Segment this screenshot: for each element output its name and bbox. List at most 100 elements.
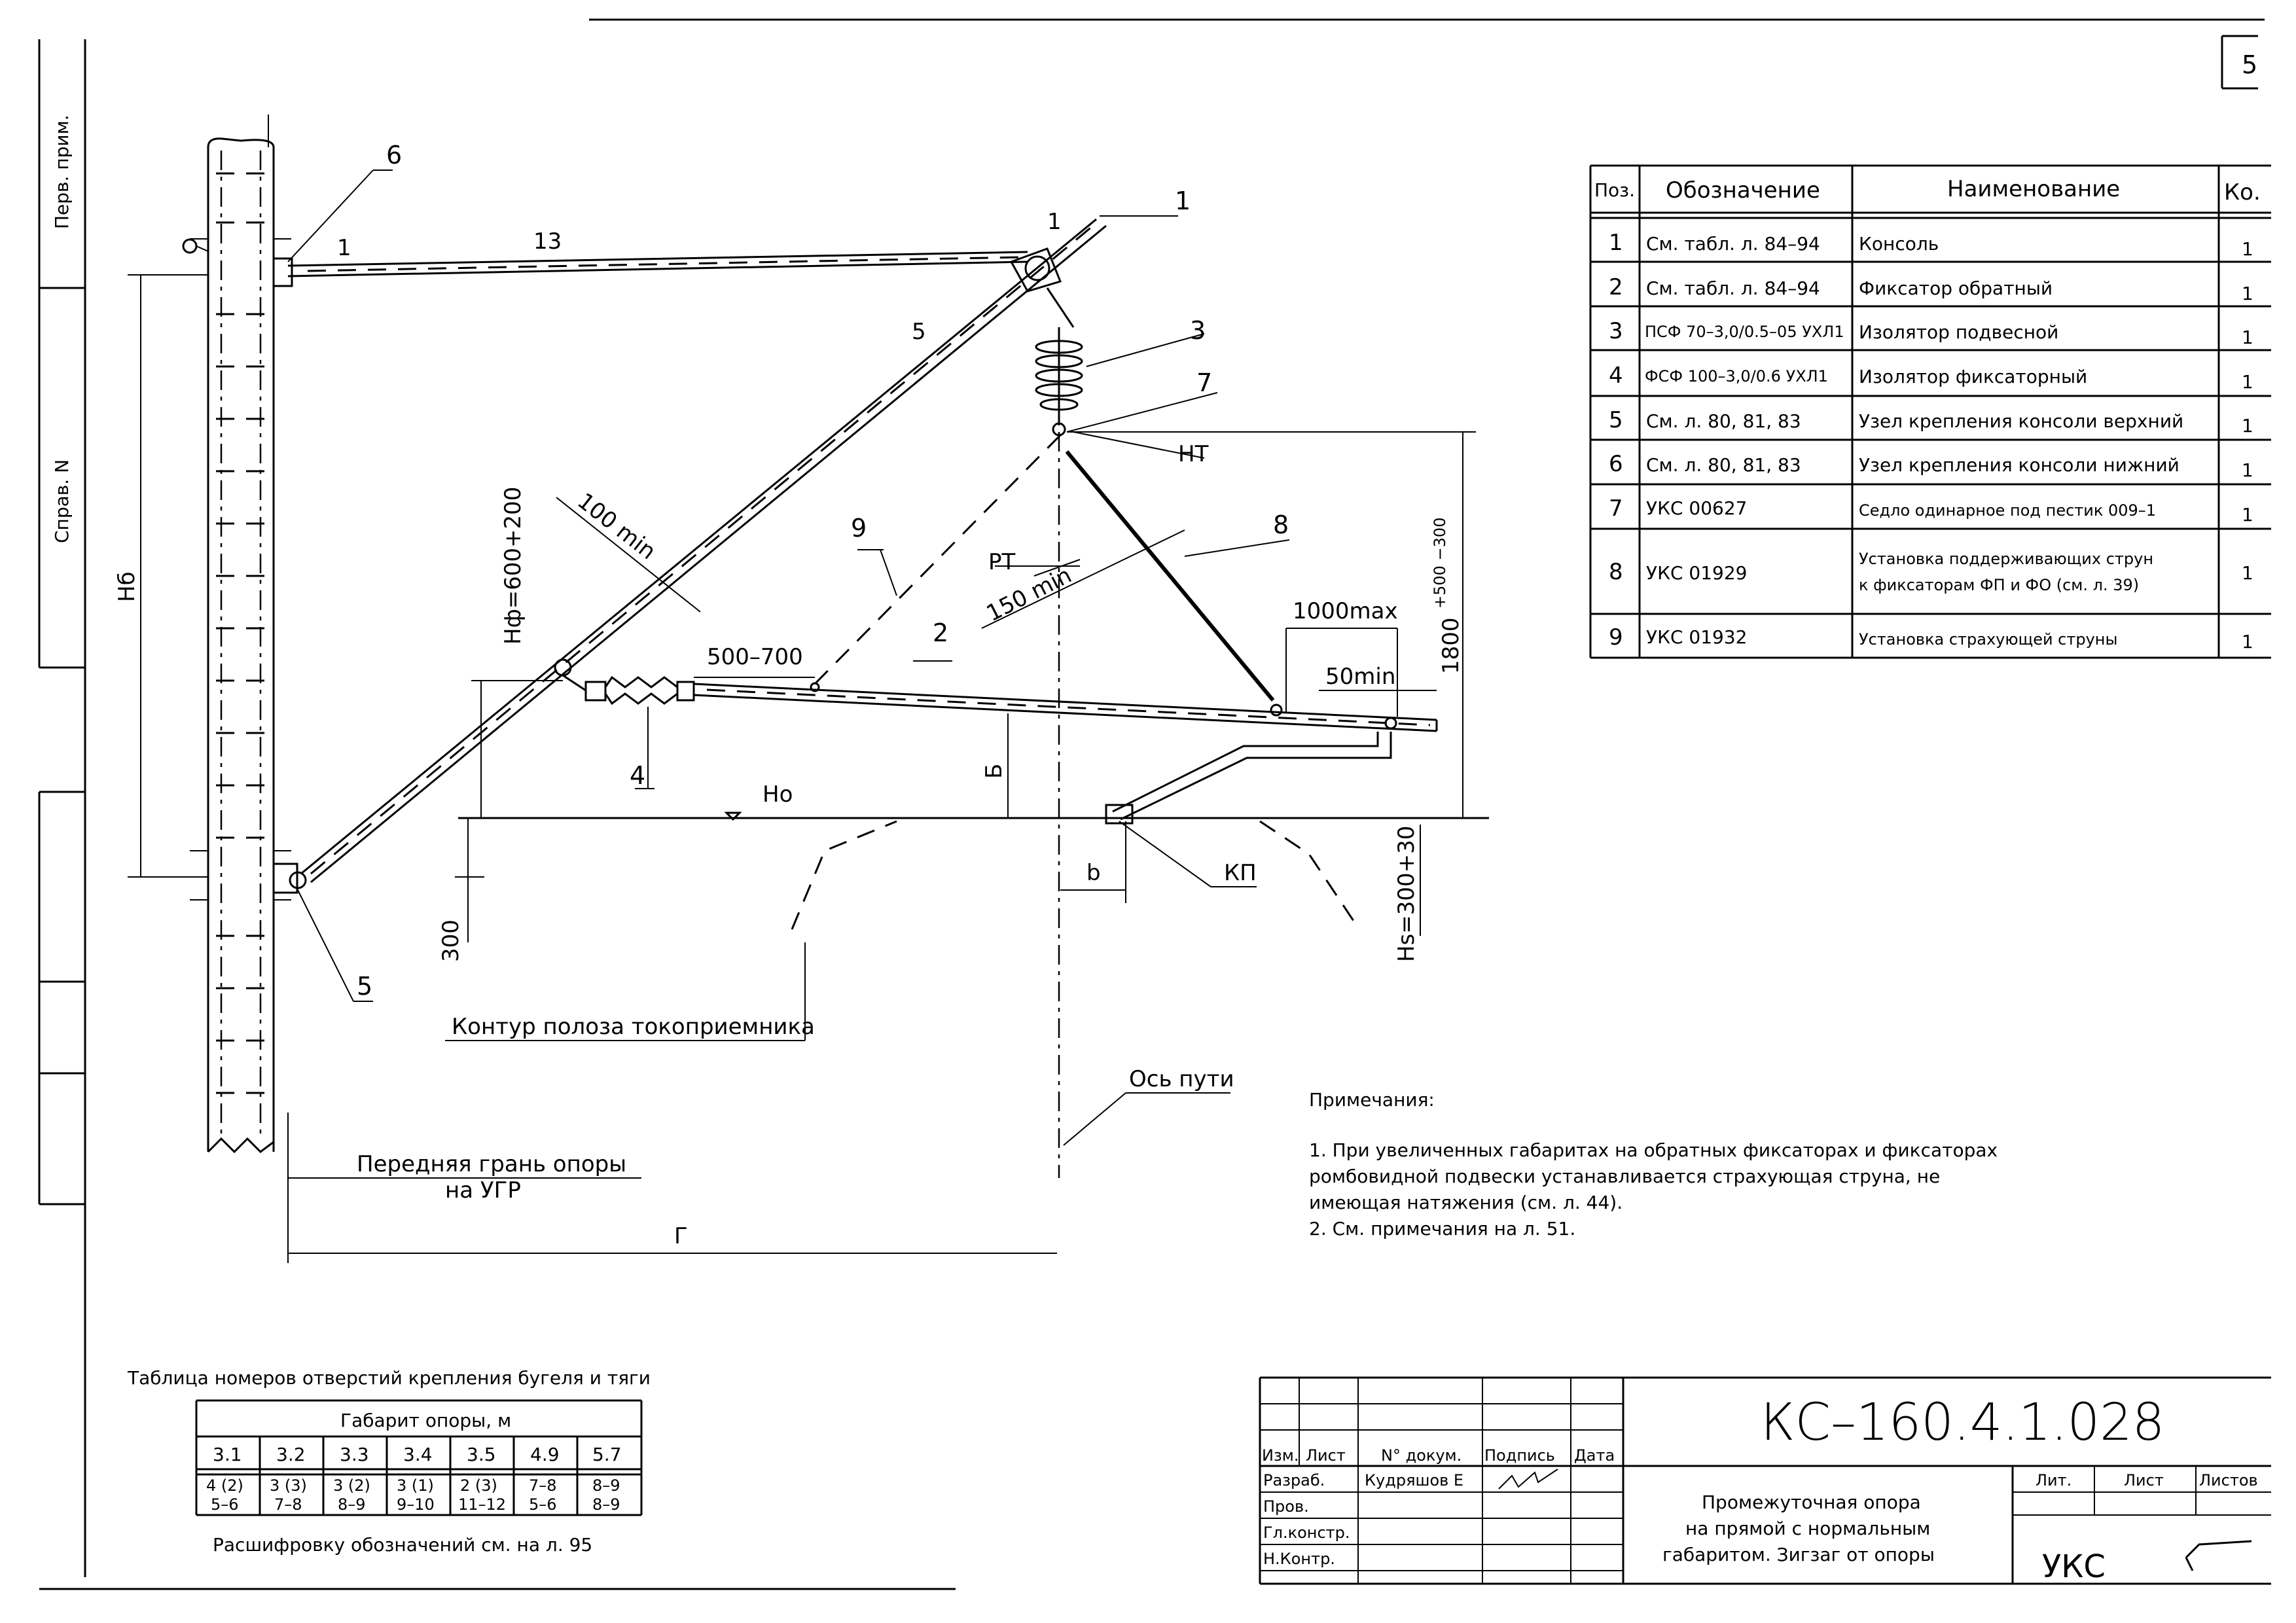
spec-row-name: Изолятор подвесной — [1859, 321, 2058, 343]
holes-col-top: 3 (3) — [270, 1476, 307, 1495]
console-assembly — [182, 218, 1107, 901]
dim-hs: Hs=300+30 — [1393, 826, 1420, 962]
point-labels: НТ РТ КП Hо — [762, 441, 1257, 886]
spec-row-name: Узел крепления консоли нижний — [1859, 454, 2179, 476]
title-sheet-header: Лист — [2124, 1471, 2164, 1489]
title-role: Пров. — [1263, 1497, 1309, 1516]
spec-table: Поз. Обозначение Наименование Ко. 1 См. … — [1589, 164, 2271, 659]
spec-row-qty: 1 — [2242, 459, 2253, 481]
title-lit-header: Лит. — [2036, 1471, 2072, 1489]
holes-col-top: 4 (2) — [206, 1476, 243, 1495]
spec-row-code: См. л. 80, 81, 83 — [1646, 410, 1801, 432]
title-role-name: Кудряшов Е — [1365, 1471, 1463, 1489]
holes-col-top: 3 (2) — [333, 1476, 370, 1495]
spec-row-code: См. табл. л. 84–94 — [1646, 233, 1820, 255]
pole — [207, 115, 275, 1154]
spec-header-name: Наименование — [1947, 176, 2120, 202]
spec-row-qty: 1 — [2242, 415, 2253, 437]
spec-row-pos: 4 — [1609, 363, 1623, 389]
steady-arm — [1105, 732, 1392, 825]
suspension-insulator — [1035, 327, 1083, 437]
side-label-sprav: Справ. N — [51, 459, 73, 543]
position-numbers: 6 1 13 1 1 5 3 7 9 8 2 4 5 — [337, 141, 1289, 1001]
position-label: 7 — [1196, 368, 1212, 397]
title-header-doc: N° докум. — [1381, 1446, 1462, 1465]
notes-line: имеющая натяжения (см. л. 44). — [1309, 1192, 1623, 1213]
dim-500-700: 500–700 — [707, 644, 803, 670]
point-label-ht: НТ — [1178, 441, 1209, 467]
track-axis-label: Ось пути — [1129, 1066, 1234, 1092]
position-label: 3 — [1190, 316, 1206, 345]
spec-row-code: См. табл. л. 84–94 — [1646, 277, 1820, 299]
dim-hf: Hф=600+200 — [500, 487, 526, 645]
holes-table-title: Таблица номеров отверстий крепления буге… — [127, 1367, 651, 1389]
holes-col-size: 3.4 — [403, 1444, 433, 1465]
spec-header-qty: Ко. — [2224, 179, 2261, 205]
front-face-label-1: Передняя грань опоры — [357, 1151, 626, 1177]
dim-1800: 1800 — [1438, 617, 1464, 674]
spec-row-code: ПСФ 70–3,0/0.5–05 УХЛ1 — [1645, 323, 1844, 341]
position-label: 5 — [912, 319, 926, 345]
holes-col-top: 2 (3) — [460, 1476, 497, 1495]
spec-row-name-2: к фиксаторам ФП и ФО (см. л. 39) — [1859, 576, 2139, 594]
title-role: Гл.констр. — [1263, 1524, 1350, 1542]
spec-row-qty: 1 — [2242, 504, 2253, 526]
page-number: 5 — [2242, 50, 2257, 79]
pantograph-label: Контур полоза токоприемника — [452, 1014, 815, 1040]
position-label: 9 — [851, 514, 867, 543]
spec-header-pos: Поз. — [1594, 179, 1635, 201]
spec-row-name: Узел крепления консоли верхний — [1859, 410, 2183, 432]
spec-row-name: Установка поддерживающих струн — [1859, 550, 2153, 568]
holes-table: Таблица номеров отверстий крепления буге… — [127, 1367, 651, 1556]
holes-col-size: 5.7 — [592, 1444, 622, 1465]
holes-col-size: 3.2 — [276, 1444, 306, 1465]
dim-100-min: 100 min — [572, 488, 660, 565]
title-header-list: Лист — [1306, 1446, 1346, 1465]
organization: УКС — [2042, 1548, 2106, 1585]
spec-row-qty: 1 — [2242, 283, 2253, 304]
dim-300: 300 — [438, 919, 464, 962]
notes: Примечания: 1. При увеличенных габаритах… — [1309, 1089, 1998, 1240]
spec-row-name: Седло одинарное под пестик 009–1 — [1859, 501, 2156, 520]
point-label-rt: РТ — [988, 549, 1016, 575]
notes-title: Примечания: — [1309, 1089, 1435, 1111]
spec-row-qty: 1 — [2242, 631, 2253, 652]
holes-col-bottom: 5–6 — [529, 1495, 557, 1514]
spec-row-qty: 1 — [2242, 238, 2253, 260]
spec-row-name: Консоль — [1859, 233, 1939, 255]
title-sheets-header: Листов — [2199, 1471, 2258, 1489]
dim-b-lower: b — [1086, 860, 1101, 886]
spec-row-code: ФСФ 100–3,0/0.6 УХЛ1 — [1645, 367, 1828, 385]
title-description: Промежуточная опора — [1702, 1491, 1921, 1513]
holes-col-size: 3.1 — [213, 1444, 242, 1465]
dimension-lines — [128, 274, 1476, 1263]
spec-row-name: Изолятор фиксаторный — [1859, 366, 2087, 387]
side-label-perv-prim: Перв. прим. — [51, 115, 73, 229]
holes-col-top: 7–8 — [529, 1476, 557, 1495]
spec-row-pos: 9 — [1609, 624, 1623, 651]
title-description: на прямой с нормальным — [1685, 1518, 1930, 1539]
position-label: 13 — [533, 228, 562, 255]
point-label-h0: Hо — [762, 781, 793, 808]
holes-table-header: Габарит опоры, м — [340, 1410, 511, 1431]
position-label: 5 — [357, 972, 372, 1001]
dim-1800-tolerance: +500 −300 — [1431, 518, 1449, 609]
position-label: 2 — [933, 618, 948, 647]
title-header-sign: Подпись — [1484, 1446, 1555, 1465]
holes-col-bottom: 7–8 — [274, 1495, 302, 1514]
document-code: КС–160.4.1.028 — [1761, 1393, 2164, 1452]
holes-col-top: 8–9 — [592, 1476, 620, 1495]
spec-row-pos: 5 — [1609, 407, 1623, 433]
notes-line: ромбовидной подвески устанавливается стр… — [1309, 1166, 1940, 1187]
holes-col-bottom: 8–9 — [592, 1495, 620, 1514]
reference-lines — [458, 432, 1489, 1178]
dim-b-upper: Б — [981, 764, 1007, 779]
spec-row-pos: 6 — [1609, 451, 1623, 477]
position-label: 1 — [337, 235, 351, 261]
position-label: 6 — [386, 141, 402, 169]
spec-row-code: УКС 01932 — [1646, 626, 1747, 648]
holes-col-top: 3 (1) — [397, 1476, 434, 1495]
spec-row-code: См. л. 80, 81, 83 — [1646, 454, 1801, 476]
sheet-frame: 5 Перв. прим. Справ. N — [38, 18, 2265, 1590]
